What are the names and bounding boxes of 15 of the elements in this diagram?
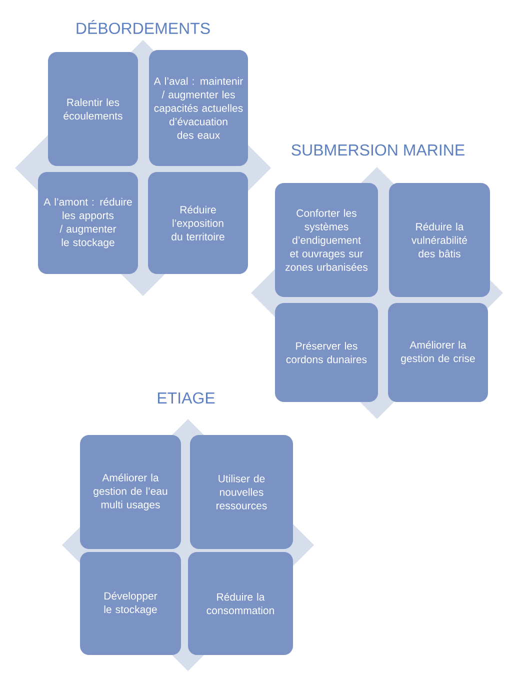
strategy-box: Conforter les systèmes d’endiguement et ouvrages sur zones urbanisées bbox=[275, 183, 378, 297]
strategy-box: Préserver les cordons dunaires bbox=[275, 303, 378, 402]
section-heading: DÉBORDEMENTS bbox=[76, 20, 210, 34]
strategy-box: Réduire la consommation bbox=[188, 552, 293, 655]
section-heading: SUBMERSION MARINE bbox=[292, 144, 464, 156]
strategy-box: Réduire la vulnérabilité des bâtis bbox=[389, 183, 490, 297]
strategy-box: Améliorer la gestion de crise bbox=[388, 303, 488, 402]
strategy-box: Ralentir les écoulements bbox=[48, 52, 138, 166]
strategy-box: Utiliser de nouvelles ressources bbox=[190, 435, 293, 549]
strategy-box: Réduire l’exposition du territoire bbox=[148, 172, 248, 274]
strategy-box: Améliorer la gestion de l’eau multi usages bbox=[80, 435, 181, 549]
strategy-box: A l’aval : maintenir / augmenter les capacités actuelles d’évacuation des eaux bbox=[149, 50, 248, 166]
strategy-box: A l’amont : réduire les apports / augmenter le stockage bbox=[38, 172, 138, 274]
strategy-box: Développer le stockage bbox=[80, 552, 181, 655]
section-heading: ETIAGE bbox=[158, 392, 215, 404]
